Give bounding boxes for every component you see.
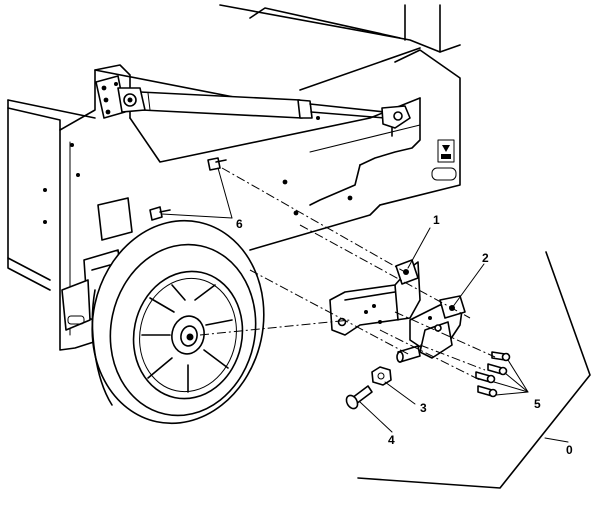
callout-6: 6 — [236, 217, 243, 231]
leader-lines — [161, 167, 591, 489]
gas-strut — [117, 87, 411, 137]
hex-nut — [371, 366, 392, 386]
callouts: 1 2 3 4 5 6 0 — [236, 213, 573, 457]
alignment-lines — [199, 167, 496, 381]
wheel — [91, 219, 265, 425]
callout-1: 1 — [433, 213, 440, 227]
callout-3: 3 — [420, 401, 427, 415]
mounting-bracket — [329, 259, 421, 336]
callout-5: 5 — [534, 397, 541, 411]
callout-4: 4 — [388, 433, 395, 447]
callout-2: 2 — [482, 251, 489, 265]
callout-0: 0 — [566, 443, 573, 457]
screw-set — [475, 351, 511, 398]
latch-assembly — [396, 295, 466, 363]
frame-bolts — [149, 157, 227, 221]
carriage-bolt — [345, 385, 373, 410]
